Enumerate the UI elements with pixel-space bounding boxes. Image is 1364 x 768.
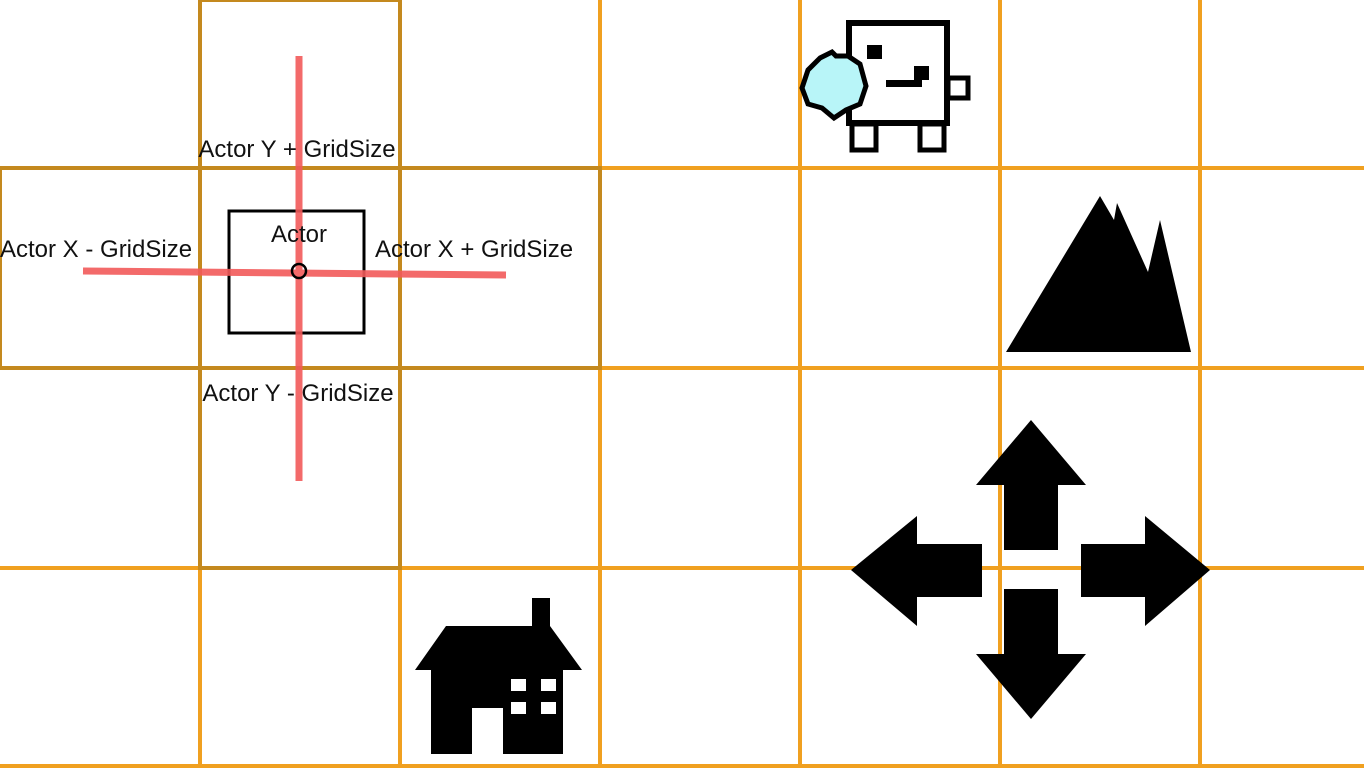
actor-label: Actor — [271, 221, 327, 248]
robot-with-shield-icon — [799, 20, 971, 153]
arrow-right — [1081, 516, 1210, 626]
cell-left — [0, 166, 202, 370]
arrow-down — [976, 589, 1086, 719]
label-x-minus: Actor X - GridSize — [0, 236, 192, 263]
four-direction-arrows-icon — [851, 420, 1210, 719]
label-y-plus: Actor Y + GridSize — [198, 136, 395, 163]
crosshair — [82, 56, 507, 481]
label-x-plus: Actor X + GridSize — [375, 236, 573, 263]
label-y-minus: Actor Y - GridSize — [202, 380, 393, 407]
house-icon — [415, 598, 582, 754]
cell-right — [398, 166, 602, 370]
actor-origin-point — [290, 262, 308, 280]
arrow-up — [976, 420, 1086, 550]
crosshair-horizontal — [82, 267, 507, 279]
mountain-icon — [1006, 196, 1191, 352]
arrow-left — [851, 516, 982, 626]
